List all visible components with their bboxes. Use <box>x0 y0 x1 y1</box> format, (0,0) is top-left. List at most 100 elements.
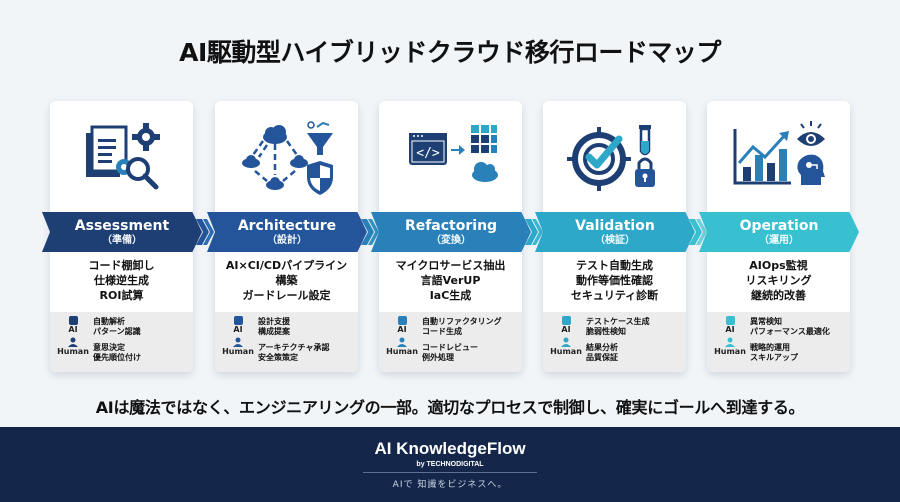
ai-label: AI <box>725 325 735 334</box>
phase-banner: Operation （運用） <box>699 212 859 252</box>
person-icon <box>397 337 407 347</box>
phase-banner: Validation （検証） <box>535 212 695 252</box>
ai-role-item: パフォーマンス最適化 <box>750 327 830 336</box>
phase-tasks: マイクロサービス抽出 言語VerUP IaC生成 <box>379 258 522 303</box>
chevron-right-icon <box>689 219 707 245</box>
phase-name-en: Assessment <box>74 217 170 234</box>
ai-chip-icon <box>68 316 78 325</box>
chart-eye-brain-icon <box>707 111 850 206</box>
human-role-item: 戦略的運用 <box>750 343 790 352</box>
task-item: 動作等価性確認 <box>576 274 653 287</box>
task-item: AIOps監視 <box>749 259 808 272</box>
role-panel: AI Human 自動リファクタリング コード生成 コードレビュー 例外処理 <box>379 312 522 372</box>
phase-name-en: Operation <box>739 217 819 234</box>
human-label: Human <box>386 347 418 356</box>
human-label: Human <box>222 347 254 356</box>
brand-tagline: AIで 知識をビジネスへ。 <box>392 480 508 490</box>
human-role-item: 優先順位付け <box>93 353 141 362</box>
chevron-right-icon <box>361 219 379 245</box>
document-gear-magnifier-icon <box>50 111 193 206</box>
phase-name-en: Validation <box>575 217 655 234</box>
chevron-right-icon <box>196 219 214 245</box>
human-role-item: 例外処理 <box>422 353 454 362</box>
task-item: AI×CI/CDパイプライン <box>225 259 348 272</box>
footer: AI KnowledgeFlow by TECHNODIGITAL AIで 知識… <box>0 427 900 502</box>
phase-tasks: コード棚卸し 仕様逆生成 ROI試算 <box>50 258 193 303</box>
ai-role-item: テストケース生成 <box>586 317 650 326</box>
cloud-network-funnel-shield-icon <box>215 111 358 206</box>
task-item: 仕様逆生成 <box>94 274 149 287</box>
ai-label: AI <box>68 325 78 334</box>
ai-role-item: 自動リファクタリング <box>422 317 502 326</box>
svg-text:</>: </> <box>416 146 440 161</box>
ai-role-item: コード生成 <box>422 327 462 336</box>
human-role-item: 意思決定 <box>93 343 125 352</box>
task-item: 継続的改善 <box>751 289 806 302</box>
ai-label: AI <box>561 325 571 334</box>
ai-label: AI <box>397 325 407 334</box>
task-item: マイクロサービス抽出 <box>395 259 506 272</box>
chevron-right-icon <box>525 219 543 245</box>
task-item: 構築 <box>275 274 298 287</box>
target-check-testtube-lock-icon <box>543 111 686 206</box>
phase-tasks: テスト自動生成 動作等価性確認 セキュリティ診断 <box>543 258 686 303</box>
phase-card-assessment: Assessment （準備） コード棚卸し 仕様逆生成 ROI試算 AI Hu… <box>42 101 202 372</box>
ai-role-item: 異常検知 <box>750 317 782 326</box>
human-role-item: アーキテクチャ承認 <box>258 343 330 352</box>
person-icon <box>725 337 735 347</box>
closing-statement: AIは魔法ではなく、エンジニアリングの一部。適切なプロセスで制御し、確実にゴール… <box>95 398 805 417</box>
ai-chip-icon <box>725 316 735 325</box>
human-label: Human <box>714 347 746 356</box>
page-title: AI駆動型ハイブリッドクラウド移行ロードマップ <box>179 38 721 67</box>
ai-chip-icon <box>561 316 571 325</box>
phase-card-validation: Validation （検証） テスト自動生成 動作等価性確認 セキュリティ診断… <box>535 101 695 372</box>
task-item: IaC生成 <box>429 289 472 302</box>
task-item: リスキリング <box>745 274 812 287</box>
role-panel: AI Human 異常検知 パフォーマンス最適化 戦略的運用 スキルアップ <box>707 312 850 372</box>
role-panel: AI Human 設計支援 構成提案 アーキテクチャ承認 安全策策定 <box>215 312 358 372</box>
task-item: コード棚卸し <box>88 259 155 272</box>
human-role-item: 結果分析 <box>586 343 618 352</box>
brand-name: AI KnowledgeFlow <box>374 439 526 458</box>
phase-tasks: AIOps監視 リスキリング 継続的改善 <box>707 258 850 303</box>
phase-name-en: Architecture <box>237 217 337 234</box>
task-item: ガードレール設定 <box>242 289 331 302</box>
phase-name-jp: （設計） <box>267 234 307 246</box>
task-item: ROI試算 <box>99 289 144 302</box>
ai-role-item: 自動解析 <box>93 317 125 326</box>
task-item: セキュリティ診断 <box>570 289 659 302</box>
phase-banner: Architecture （設計） <box>207 212 367 252</box>
brand-byline: by TECHNODIGITAL <box>416 461 484 468</box>
phase-name-jp: （運用） <box>759 234 799 246</box>
role-panel: AI Human テストケース生成 脆弱性検知 結果分析 品質保証 <box>543 312 686 372</box>
ai-chip-icon <box>233 316 243 325</box>
role-panel: AI Human 自動解析 パターン認識 意思決定 優先順位付け <box>50 312 193 372</box>
human-label: Human <box>57 347 89 356</box>
phase-banner: Assessment （準備） <box>42 212 202 252</box>
ai-role-item: 脆弱性検知 <box>586 327 626 336</box>
human-role-item: スキルアップ <box>750 353 798 362</box>
person-icon <box>561 337 571 347</box>
human-role-item: コードレビュー <box>422 343 478 352</box>
ai-role-item: パターン認識 <box>93 327 141 336</box>
footer-divider <box>363 472 537 473</box>
human-role-item: 安全策策定 <box>258 353 298 362</box>
phase-name-jp: （変換） <box>431 234 471 246</box>
ai-role-item: 構成提案 <box>258 327 290 336</box>
task-item: テスト自動生成 <box>576 259 653 272</box>
ai-chip-icon <box>397 316 407 325</box>
phase-name-en: Refactoring <box>404 217 498 234</box>
ai-role-item: 設計支援 <box>258 317 290 326</box>
phase-card-refactoring: </> Refactoring （変換） マイクロサービス抽出 言語VerUP … <box>371 101 531 372</box>
phase-name-jp: （検証） <box>595 234 635 246</box>
phase-card-operation: Operation （運用） AIOps監視 リスキリング 継続的改善 AI H… <box>699 101 859 372</box>
task-item: 言語VerUP <box>420 274 481 287</box>
code-window-cube-cloud-icon: </> <box>379 111 522 206</box>
person-icon <box>233 337 243 347</box>
phase-tasks: AI×CI/CDパイプライン 構築 ガードレール設定 <box>215 258 358 303</box>
phase-card-architecture: Architecture （設計） AI×CI/CDパイプライン 構築 ガードレ… <box>207 101 367 372</box>
phase-banner: Refactoring （変換） <box>371 212 531 252</box>
human-label: Human <box>550 347 582 356</box>
ai-label: AI <box>233 325 243 334</box>
person-icon <box>68 337 78 347</box>
